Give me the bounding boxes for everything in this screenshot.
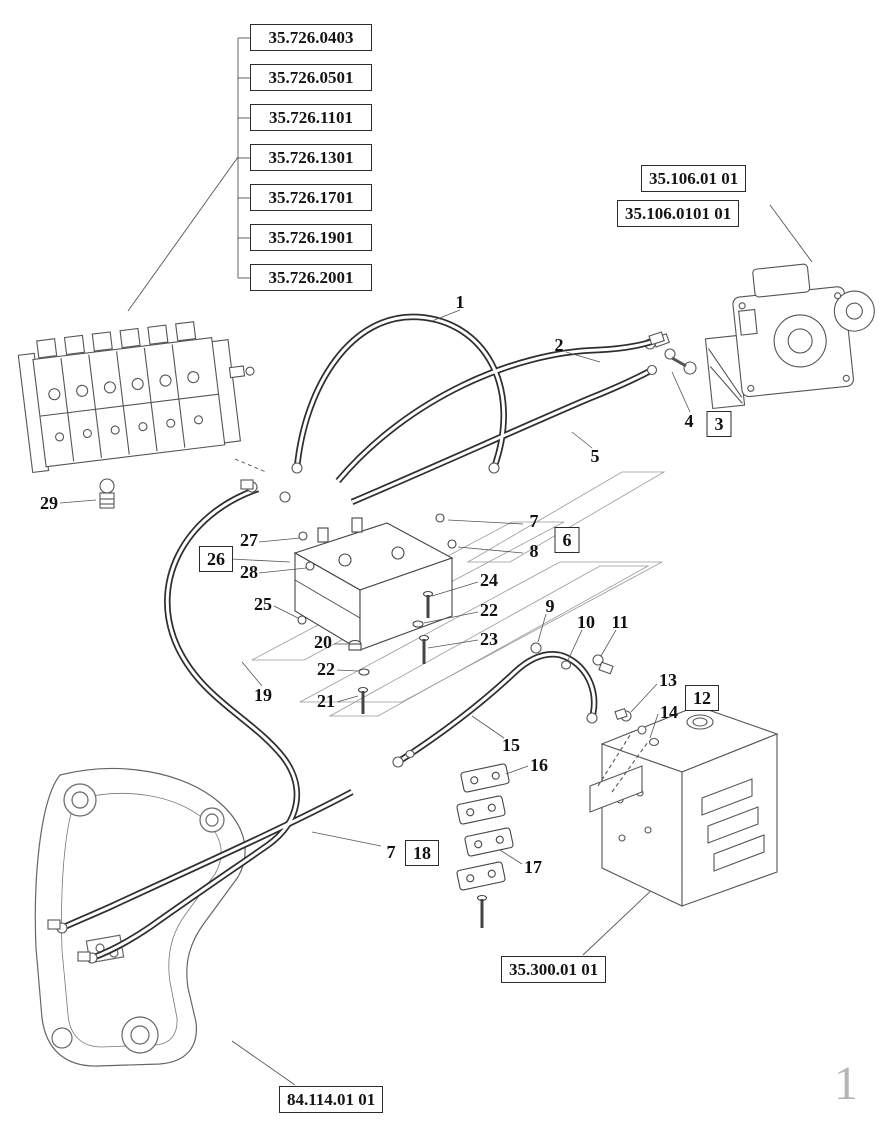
callout-3-box[interactable]: 3 bbox=[706, 411, 732, 437]
ref-box-35-106-01[interactable]: 35.106.01 01 bbox=[641, 165, 747, 192]
ref-box-35-726-1301[interactable]: 35.726.1301 bbox=[250, 144, 372, 171]
callout-1: 1 bbox=[455, 292, 465, 312]
ref-box-35-300-01[interactable]: 35.300.01 01 bbox=[501, 956, 607, 983]
callout-5: 5 bbox=[590, 446, 600, 466]
callout-13: 13 bbox=[659, 670, 677, 690]
loader-arm bbox=[34, 767, 246, 1067]
hoses bbox=[60, 313, 659, 962]
ref-box-84-114-01[interactable]: 84.114.01 01 bbox=[279, 1086, 384, 1113]
callout-27: 27 bbox=[240, 530, 258, 550]
callout-20: 20 bbox=[314, 632, 332, 652]
clamp-plates bbox=[456, 763, 514, 928]
valve-manifold bbox=[293, 517, 454, 651]
callout-8: 8 bbox=[529, 541, 539, 561]
callout-25: 25 bbox=[254, 594, 272, 614]
callout-12-box[interactable]: 12 bbox=[685, 685, 719, 711]
callout-6-box[interactable]: 6 bbox=[554, 527, 580, 553]
callout-24: 24 bbox=[480, 570, 498, 590]
ref-box-35-726-1901[interactable]: 35.726.1901 bbox=[250, 224, 372, 251]
callout-23: 23 bbox=[480, 629, 498, 649]
callout-10: 10 bbox=[577, 612, 595, 632]
callout-26-box[interactable]: 26 bbox=[199, 546, 233, 572]
ref-box-35-726-1701[interactable]: 35.726.1701 bbox=[250, 184, 372, 211]
hydraulic-tank bbox=[589, 705, 779, 907]
callout-28: 28 bbox=[240, 562, 258, 582]
tank-fittings-13-14 bbox=[614, 707, 660, 747]
callout-leader-lines bbox=[59, 309, 691, 865]
ref-box-35-726-0403[interactable]: 35.726.0403 bbox=[250, 24, 372, 51]
callout-4: 4 bbox=[684, 411, 694, 431]
callout-19: 19 bbox=[254, 685, 272, 705]
ref-box-35-726-1101[interactable]: 35.726.1101 bbox=[250, 104, 372, 131]
callout-15: 15 bbox=[502, 735, 520, 755]
hydraulic-pump bbox=[704, 263, 875, 410]
valve-hose-dashed-link bbox=[234, 458, 267, 473]
callout-14: 14 bbox=[660, 702, 678, 722]
ref-box-35-726-2001[interactable]: 35.726.2001 bbox=[250, 264, 372, 291]
ref-box-35-726-0501[interactable]: 35.726.0501 bbox=[250, 64, 372, 91]
callout-7a: 7 bbox=[529, 511, 539, 531]
hose-fittings bbox=[47, 331, 665, 964]
callout-22b: 22 bbox=[480, 600, 498, 620]
callout-29: 29 bbox=[40, 493, 58, 513]
callout-22a: 22 bbox=[317, 659, 335, 679]
control-valve-assembly bbox=[17, 321, 255, 474]
callout-18-box[interactable]: 18 bbox=[405, 840, 439, 866]
callout-7b: 7 bbox=[386, 842, 396, 862]
callout-16: 16 bbox=[530, 755, 548, 775]
plug-fitting-29 bbox=[99, 478, 115, 509]
callout-17: 17 bbox=[524, 857, 542, 877]
callout-21: 21 bbox=[317, 691, 335, 711]
ref-box-35-106-0101[interactable]: 35.106.0101 01 bbox=[617, 200, 740, 227]
callout-2: 2 bbox=[554, 335, 564, 355]
callout-11: 11 bbox=[611, 612, 629, 632]
reference-connector-lines bbox=[127, 37, 813, 1086]
manifold-hardware bbox=[348, 513, 457, 714]
page-number: 1 bbox=[834, 1057, 858, 1110]
callout-9: 9 bbox=[545, 596, 555, 616]
